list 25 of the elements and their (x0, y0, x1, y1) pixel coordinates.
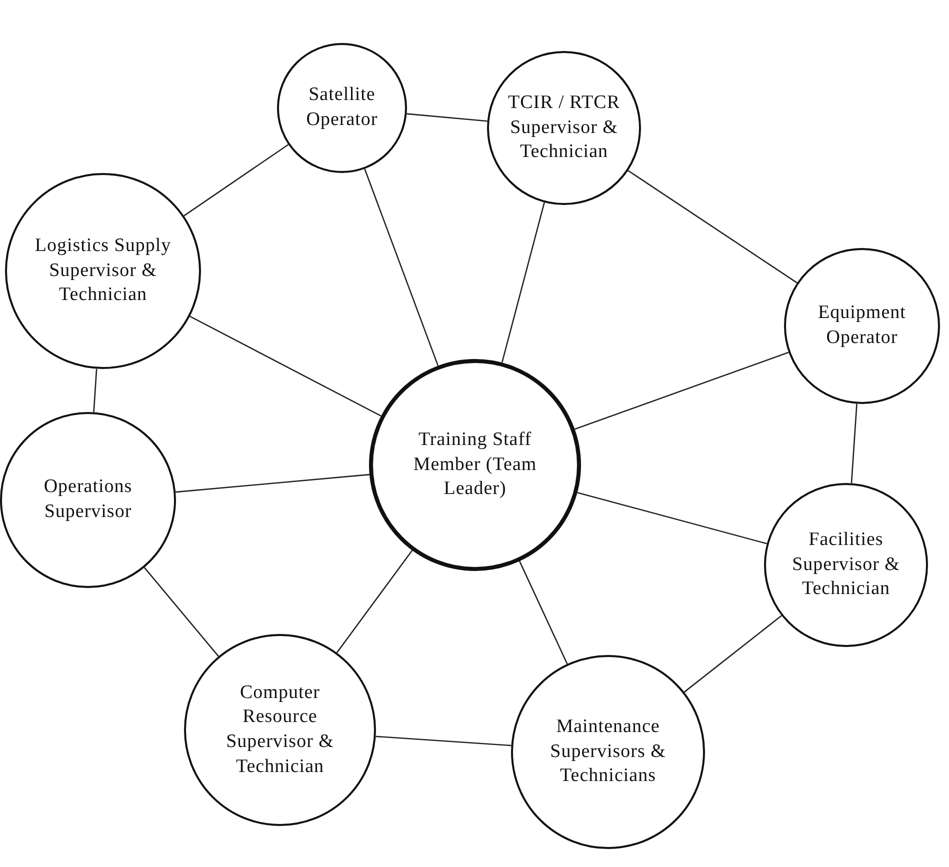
role-label: Training Staff Member (Team Leader) (412, 428, 538, 502)
role-label: Maintenance Supervisors & Technicians (549, 714, 667, 788)
role-label: Satellite Operator (305, 83, 379, 132)
connector-line (336, 550, 413, 654)
connector-line (184, 144, 289, 216)
connector-line (501, 202, 545, 363)
connector-line (577, 492, 767, 544)
role-label: Computer Resource Supervisor & Technician (225, 680, 335, 779)
connector-line (628, 170, 798, 284)
role-label: TCIR / RTCR Supervisor & Technician (506, 90, 622, 164)
connector-line (364, 168, 439, 366)
role-label: Equipment Operator (817, 301, 907, 350)
connector-line (684, 615, 782, 693)
connector-line (850, 404, 858, 484)
connector-line (144, 567, 219, 657)
connector-line (574, 352, 789, 430)
connector-line (190, 316, 382, 417)
connector-line (376, 736, 512, 746)
connector-line (176, 474, 370, 493)
connector-line (518, 560, 568, 664)
role-label: Logistics Supply Supervisor & Technician (34, 234, 172, 308)
connector-line (93, 368, 98, 412)
connector-line (406, 113, 488, 122)
role-label: Operations Supervisor (42, 475, 134, 524)
role-label: Facilities Supervisor & Technician (791, 528, 901, 602)
